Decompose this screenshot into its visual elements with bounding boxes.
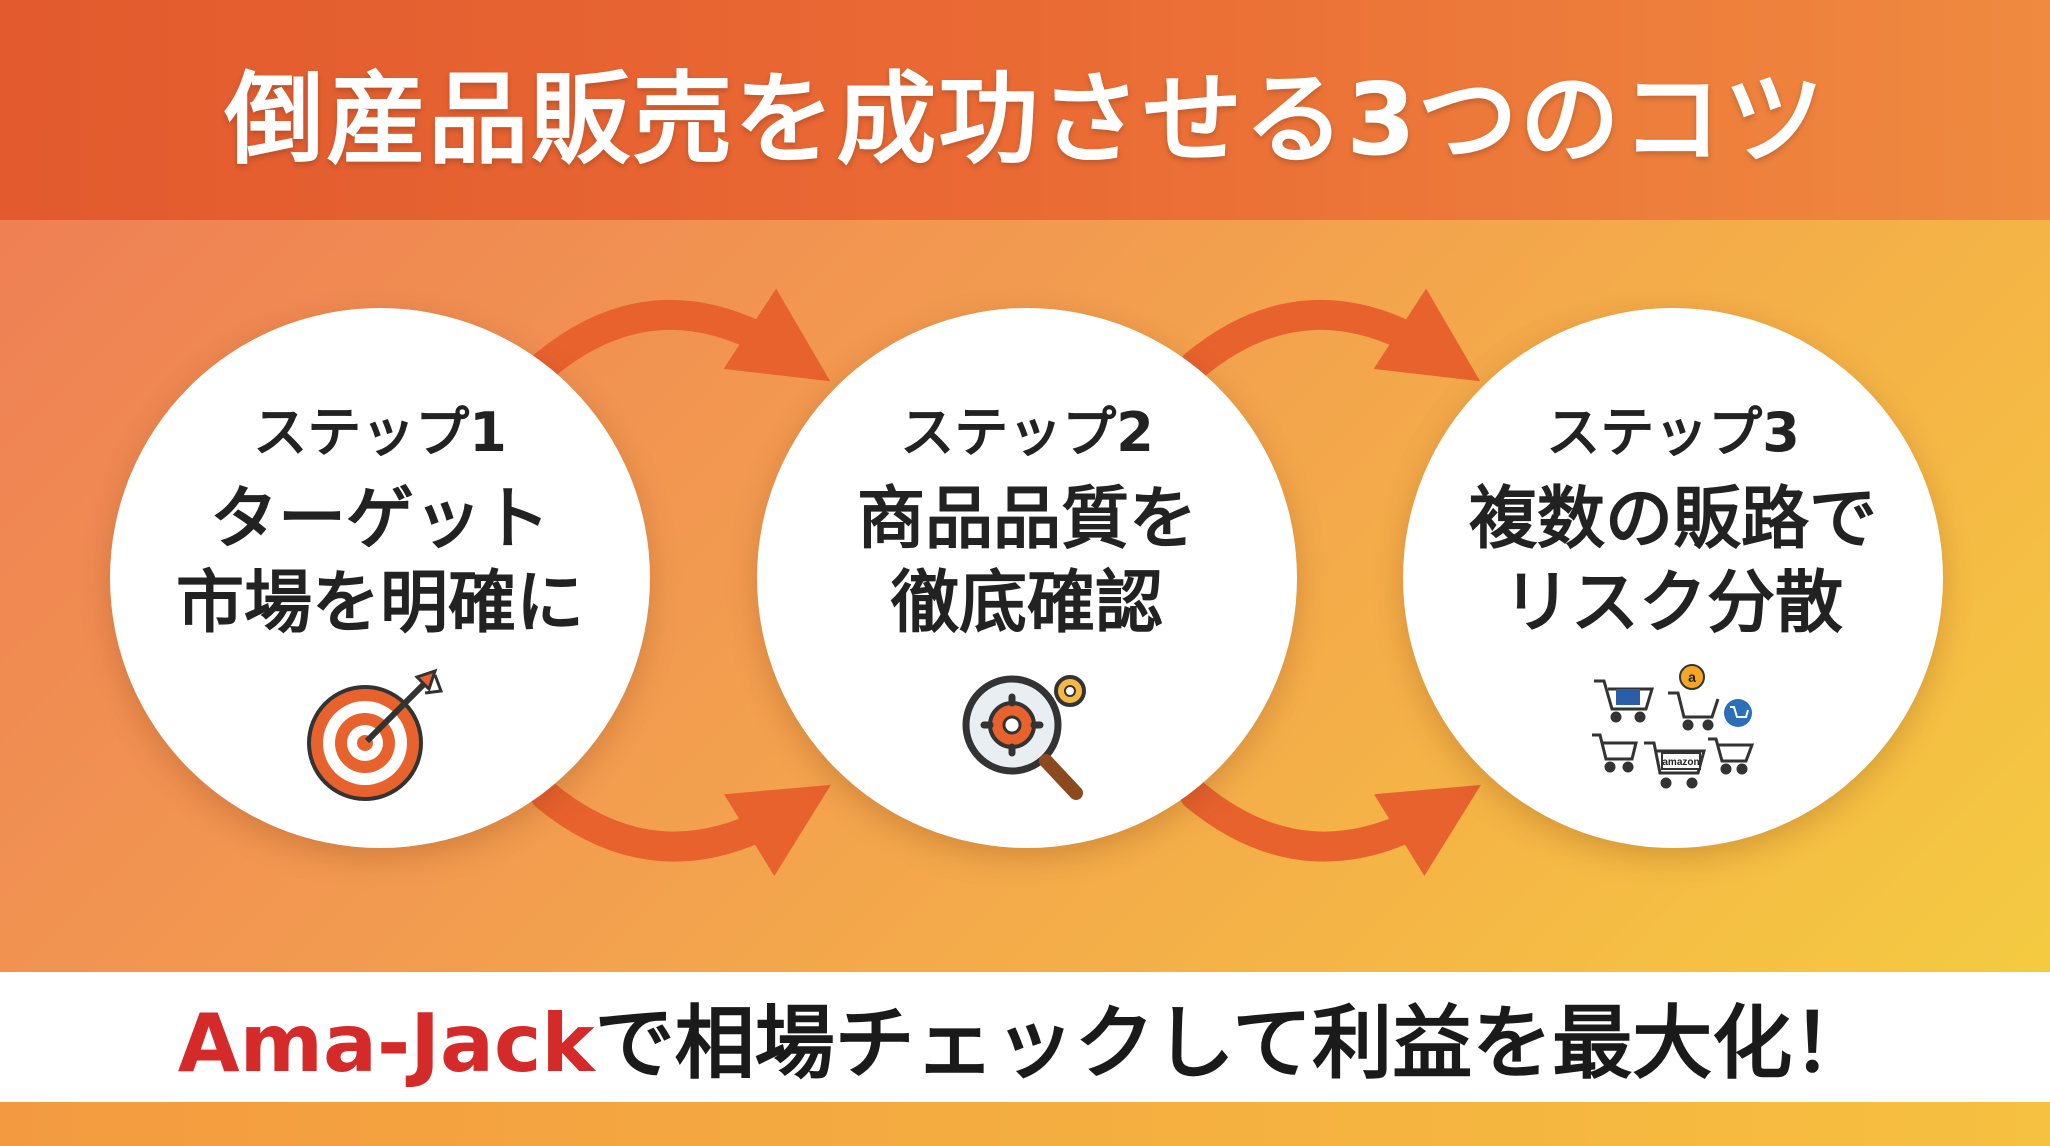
page-title: 倒産品販売を成功させる3つのコツ [224,60,1826,178]
step-title-line2: 徹底確認 [890,564,1163,643]
header: 倒産品販売を成功させる3つのコツ [0,0,2050,220]
bottom-strip [0,1102,2050,1146]
arrow-2-top [1180,288,1481,382]
step-title-line1: ターゲット [209,480,550,559]
shopping-carts-icon: a amazon [1592,664,1755,789]
svg-text:a: a [1688,669,1696,685]
step-title-line2: リスク分散 [1502,564,1843,643]
magnifier-gear-icon [962,675,1086,800]
step-3-card: ステップ3 複数の販路で リスク分散 a amazon [1403,308,1943,848]
arrow-2-bottom [1180,780,1481,877]
step-label: ステップ2 [900,401,1154,464]
step-label: ステップ1 [253,401,507,464]
brand-name: Ama-Jack [177,997,595,1090]
step-title: 商品品質を 徹底確認 [757,478,1297,646]
step-1-card: ステップ1 ターゲット 市場を明確に [110,308,650,848]
step-label: ステップ3 [1546,401,1800,464]
step-title-line1: 商品品質を [856,480,1197,559]
arrow-1-bottom [530,780,831,877]
step-title-line1: 複数の販路で [1468,480,1877,559]
step-title: 複数の販路で リスク分散 [1403,478,1943,646]
amazon-logo-text: amazon [1662,757,1699,768]
banner-text: Ama-Jackで相場チェックして利益を最大化！ [178,979,1872,1095]
target-icon [307,668,444,801]
arrow-1-top [530,288,831,382]
banner-message: で相場チェックして利益を最大化！ [594,997,1873,1090]
step-title-line2: 市場を明確に [175,564,584,643]
step-title: ターゲット 市場を明確に [110,478,650,646]
step-2-card: ステップ2 商品品質を 徹底確認 [757,308,1297,848]
bottom-banner: Ama-Jackで相場チェックして利益を最大化！ [0,972,2050,1102]
